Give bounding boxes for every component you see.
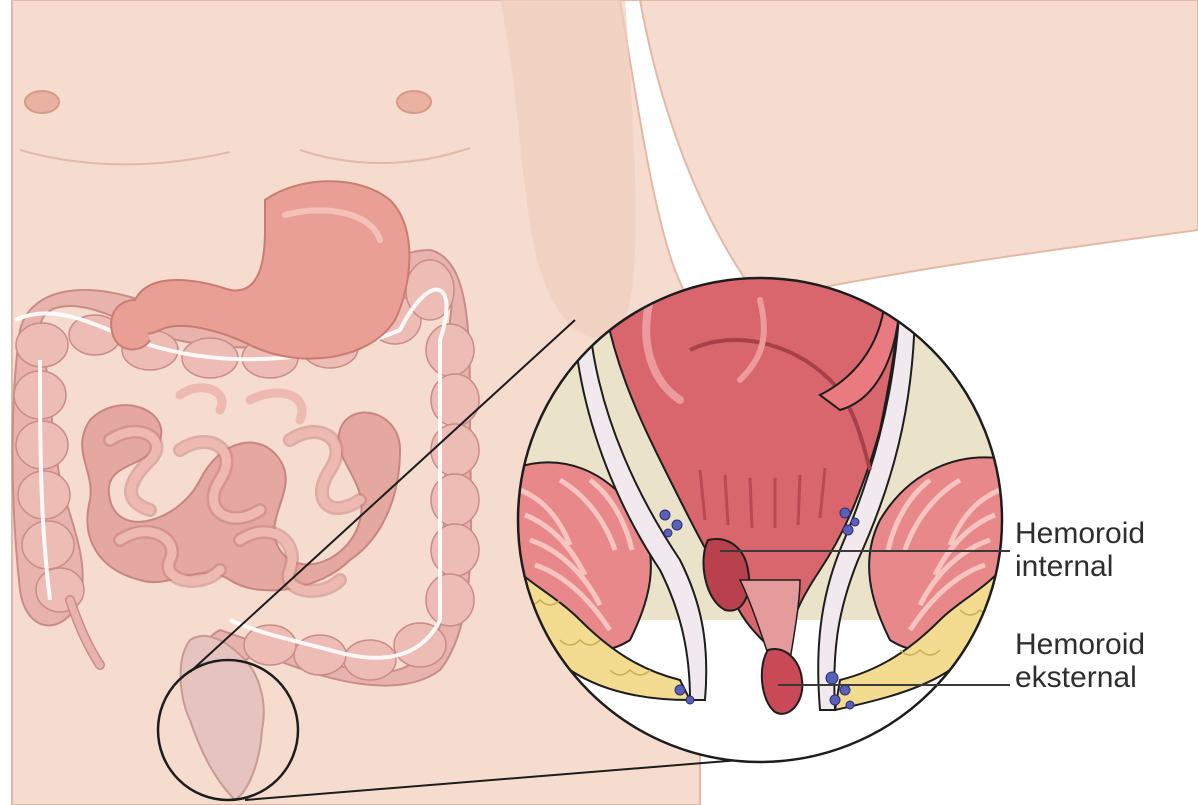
label-external-hemorrhoid: Hemoroid eksternal	[1015, 628, 1145, 694]
arm-right	[620, 0, 1198, 300]
label-internal-line2: internal	[1015, 550, 1145, 583]
nipple-right	[397, 91, 431, 113]
label-external-line1: Hemoroid	[1015, 628, 1145, 661]
label-internal-hemorrhoid: Hemoroid internal	[1015, 517, 1145, 583]
nipple-left	[25, 91, 59, 113]
label-internal-line1: Hemoroid	[1015, 517, 1145, 550]
label-external-line2: eksternal	[1015, 661, 1145, 694]
